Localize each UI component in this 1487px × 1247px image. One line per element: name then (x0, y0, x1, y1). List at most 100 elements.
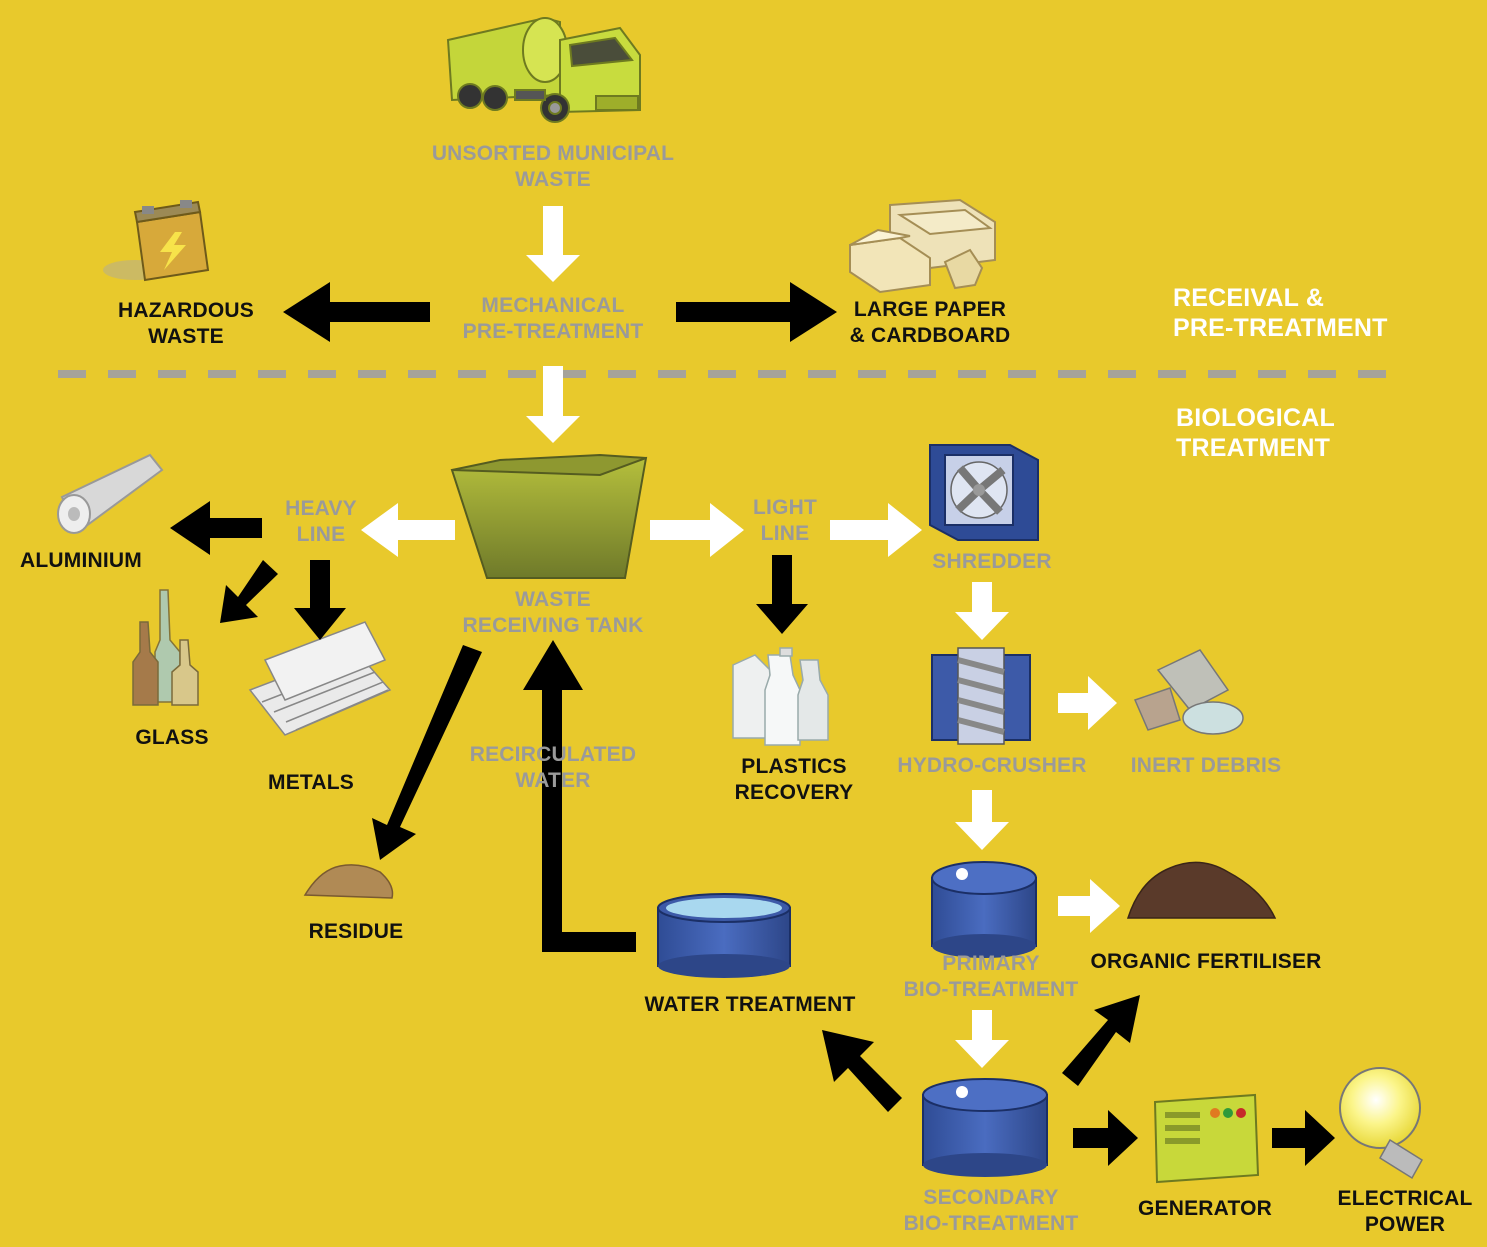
label-aluminium-text: ALUMINIUM (20, 549, 142, 572)
section-label-biological-line2: TREATMENT (1176, 434, 1331, 462)
label-recirculated-water: RECIRCULATED WATER (445, 742, 661, 794)
fertiliser-pile-icon (1126, 861, 1277, 919)
label-glass: GLASS (112, 725, 232, 751)
label-water-treatment: WATER TREATMENT (630, 992, 870, 1018)
arrow-primary-to-secondary (955, 1010, 1009, 1068)
section-label-biological: BIOLOGICAL TREATMENT (1176, 403, 1335, 463)
battery-icon (103, 200, 210, 282)
arrow-recirculated-water (523, 640, 636, 952)
label-large-paper-line1: LARGE PAPER (853, 298, 1007, 321)
label-water-treatment-text: WATER TREATMENT (644, 993, 856, 1016)
residue-pile-icon (303, 864, 394, 899)
arrow-unsorted-to-mechanical (526, 206, 580, 282)
section-label-biological-line1: BIOLOGICAL (1176, 404, 1335, 432)
label-secondary-line1: SECONDARY (923, 1186, 1059, 1209)
arrow-secondary-to-fertiliser (1062, 995, 1140, 1086)
label-heavy-line1: HEAVY (285, 497, 357, 520)
arrow-tank-to-residue (372, 645, 482, 860)
label-tank-line1: WASTE (515, 588, 591, 611)
arrow-mechanical-to-paper (676, 282, 837, 342)
label-secondary-bio: SECONDARY BIO-TREATMENT (888, 1185, 1094, 1237)
aluminium-roll-icon (57, 453, 164, 534)
label-plastics-recovery: PLASTICS RECOVERY (716, 754, 872, 806)
label-aluminium: ALUMINIUM (0, 548, 162, 574)
metal-sheets-icon (248, 621, 392, 736)
section-label-receival-line1: RECEIVAL & (1173, 284, 1325, 312)
arrow-primary-to-fertiliser (1058, 879, 1120, 933)
label-mechanical-line2: PRE-TREATMENT (462, 320, 644, 343)
shredder-icon (929, 444, 1039, 541)
label-residue: RESIDUE (290, 919, 422, 945)
label-hydro-crusher-text: HYDRO-CRUSHER (897, 754, 1087, 777)
label-metals: METALS (250, 770, 372, 796)
label-secondary-line2: BIO-TREATMENT (903, 1212, 1079, 1235)
primary-bio-tank-icon (931, 861, 1037, 958)
label-large-paper: LARGE PAPER & CARDBOARD (835, 297, 1025, 349)
secondary-bio-tank-icon (922, 1078, 1048, 1177)
label-metals-text: METALS (268, 771, 354, 794)
label-large-paper-line2: & CARDBOARD (849, 324, 1011, 347)
lightbulb-icon (1339, 1067, 1424, 1180)
plastic-bottles-icon (732, 647, 829, 746)
arrow-generator-to-bulb (1272, 1110, 1335, 1166)
label-shredder-text: SHREDDER (932, 550, 1052, 573)
water-treatment-tank-icon (657, 893, 791, 978)
label-heavy-line2: LINE (296, 523, 346, 546)
label-shredder: SHREDDER (914, 549, 1070, 575)
label-mechanical-pretreatment: MECHANICAL PRE-TREATMENT (433, 293, 673, 345)
label-hazardous-waste: HAZARDOUS WASTE (96, 298, 276, 350)
label-electrical-line1: ELECTRICAL (1337, 1187, 1473, 1210)
label-unsorted-waste-line2: WASTE (515, 168, 591, 191)
label-generator: GENERATOR (1130, 1196, 1280, 1222)
label-hazardous-line2: WASTE (148, 325, 224, 348)
arrow-tank-to-light (650, 503, 744, 557)
arrow-heavy-to-aluminium (170, 501, 262, 555)
label-light-line1: LIGHT (753, 496, 817, 519)
label-generator-text: GENERATOR (1137, 1197, 1273, 1220)
label-light-line2: LINE (760, 522, 810, 545)
arrow-secondary-to-water (822, 1030, 902, 1112)
label-glass-text: GLASS (135, 726, 209, 749)
inert-debris-icon (1133, 649, 1244, 735)
label-mechanical-line1: MECHANICAL (481, 294, 625, 317)
label-fertiliser-text: ORGANIC FERTILISER (1090, 950, 1322, 973)
label-inert-debris-text: INERT DEBRIS (1130, 754, 1282, 777)
section-label-receival: RECEIVAL & PRE-TREATMENT (1173, 283, 1388, 343)
label-plastics-line1: PLASTICS (741, 755, 847, 778)
label-recirculated-line1: RECIRCULATED (469, 743, 637, 766)
arrow-tank-to-heavy (361, 503, 455, 557)
label-unsorted-waste-line1: UNSORTED MUNICIPAL (431, 142, 675, 165)
arrow-secondary-to-generator (1073, 1110, 1138, 1166)
arrow-shredder-to-crusher (955, 582, 1009, 640)
label-heavy-line: HEAVY LINE (266, 496, 376, 548)
generator-icon (1153, 1093, 1260, 1184)
label-unsorted-waste: UNSORTED MUNICIPAL WASTE (400, 141, 706, 193)
label-waste-receiving-tank: WASTE RECEIVING TANK (440, 587, 666, 639)
waste-tank-icon (450, 453, 648, 579)
arrow-crusher-to-inert (1058, 676, 1117, 730)
section-label-receival-line2: PRE-TREATMENT (1173, 314, 1388, 342)
cardboard-boxes-icon (849, 198, 996, 294)
label-primary-bio: PRIMARY BIO-TREATMENT (888, 951, 1094, 1003)
label-primary-line2: BIO-TREATMENT (903, 978, 1079, 1001)
arrow-heavy-to-metals (294, 560, 346, 640)
hydro-crusher-icon (931, 647, 1031, 745)
label-primary-line1: PRIMARY (942, 952, 1040, 975)
arrow-mechanical-to-hazardous (283, 282, 430, 342)
arrow-mechanical-to-tank (526, 366, 580, 443)
arrow-light-to-plastics (756, 555, 808, 634)
label-hydro-crusher: HYDRO-CRUSHER (886, 753, 1098, 779)
arrow-crusher-to-primary (955, 790, 1009, 850)
output-arrows (170, 282, 1335, 1166)
label-electrical-line2: POWER (1364, 1213, 1446, 1236)
label-organic-fertiliser: ORGANIC FERTILISER (1086, 949, 1326, 975)
arrow-heavy-to-glass (220, 560, 278, 623)
label-electrical-power: ELECTRICAL POWER (1330, 1186, 1480, 1238)
label-tank-line2: RECEIVING TANK (462, 614, 644, 637)
arrow-light-to-shredder (830, 503, 922, 557)
label-inert-debris: INERT DEBRIS (1116, 753, 1296, 779)
label-plastics-line2: RECOVERY (734, 781, 854, 804)
label-hazardous-line1: HAZARDOUS (118, 299, 254, 322)
flow-arrows (361, 206, 1120, 1068)
